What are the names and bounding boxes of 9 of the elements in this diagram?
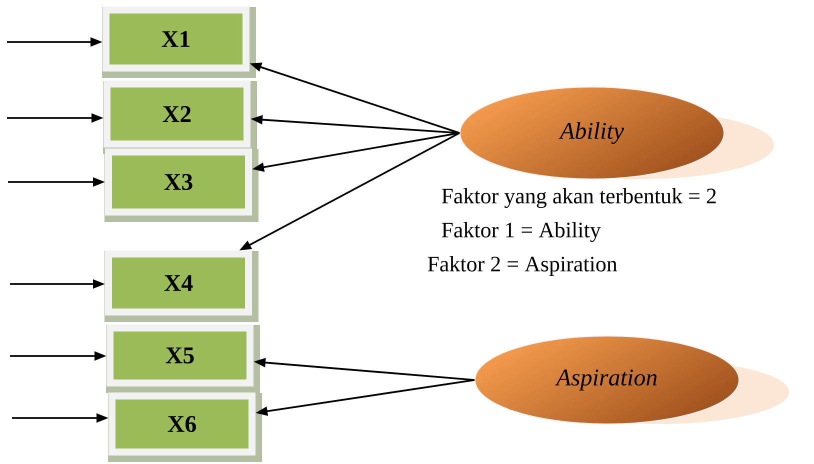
note-text: Faktor yang akan terbentuk = 2 xyxy=(442,188,716,208)
variable-box: X5 xyxy=(106,324,260,393)
note-text: Faktor 1 = Ability xyxy=(442,222,601,242)
variable-box: X2 xyxy=(103,80,257,154)
variable-box: X4 xyxy=(104,250,258,322)
variable-box: X6 xyxy=(108,392,262,462)
variable-box: X1 xyxy=(102,6,256,78)
note-text: Faktor 2 = Aspiration xyxy=(428,256,618,276)
variable-box: X3 xyxy=(104,148,258,222)
